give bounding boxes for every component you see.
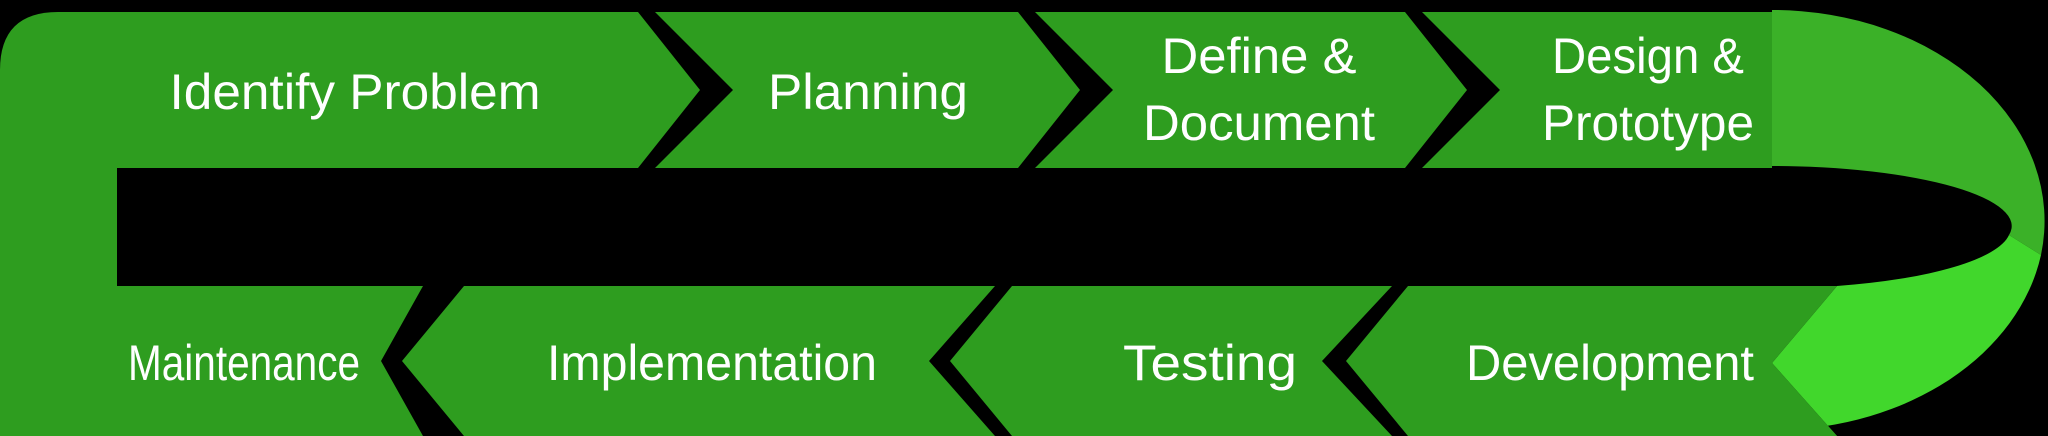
loop-curve-lower-arrow (1772, 235, 2041, 436)
stage-design-prototype-shape (1422, 12, 1772, 168)
stage-testing-shape (950, 286, 1392, 436)
loop-curve-upper (1772, 9, 2045, 256)
stage-testing-label: Testing (1123, 335, 1297, 391)
stage-design-prototype-label-line1: Design & (1552, 28, 1744, 84)
stage-development-label: Development (1466, 335, 1754, 391)
stage-implementation-shape (402, 286, 995, 436)
loop-left-connector (0, 12, 117, 436)
stage-planning-shape (655, 12, 1080, 168)
stage-maintenance-shape (117, 286, 423, 436)
stage-define-document-shape (1035, 12, 1467, 168)
stage-development-shape (1346, 286, 1837, 436)
stage-planning-label: Planning (768, 64, 968, 120)
stage-maintenance-label: Maintenance (128, 335, 360, 391)
stage-design-prototype-label-line2: Prototype (1542, 95, 1754, 151)
stage-define-document-label-line2: Document (1143, 95, 1375, 151)
stage-identify-problem-label: Identify Problem (170, 64, 541, 120)
stage-define-document-label-line1: Define & (1162, 28, 1357, 84)
stage-implementation-label: Implementation (547, 335, 877, 391)
stage-identify-problem-shape (117, 12, 700, 168)
